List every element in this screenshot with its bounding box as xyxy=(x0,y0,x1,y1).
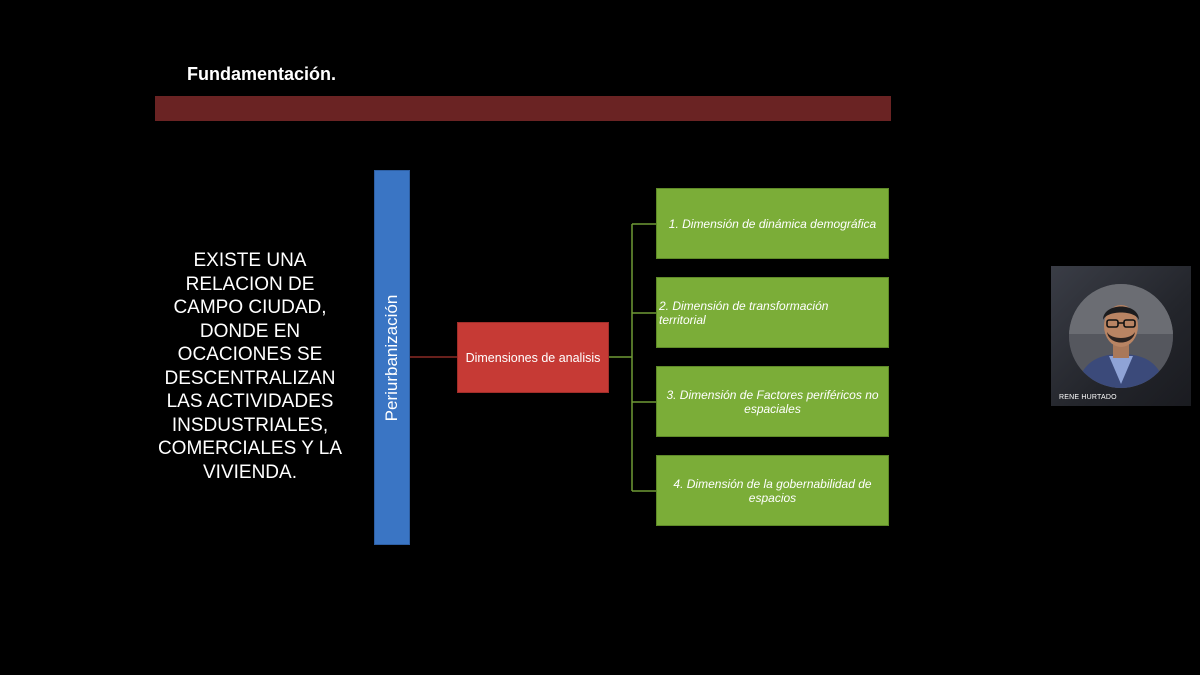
participant-name-label: RENE HURTADO xyxy=(1059,394,1117,401)
leaf-node-1: 1. Dimensión de dinámica demográfica xyxy=(656,188,889,259)
title-underline-bar xyxy=(155,96,891,121)
leaf-node-2: 2. Dimensión de transformación territori… xyxy=(656,277,889,348)
leaf-node-3: 3. Dimensión de Factores periféricos no … xyxy=(656,366,889,437)
mid-node-dimensiones: Dimensiones de analisis xyxy=(457,322,609,393)
participant-video-tile[interactable]: RENE HURTADO xyxy=(1051,266,1191,406)
slide-title: Fundamentación. xyxy=(187,64,336,85)
slide-body-text: EXISTE UNA RELACION DE CAMPO CIUDAD, DON… xyxy=(150,249,350,484)
leaf-node-4: 4. Dimensión de la gobernabilidad de esp… xyxy=(656,455,889,526)
person-silhouette-icon xyxy=(1069,284,1173,388)
root-node-label: Periurbanización xyxy=(382,294,402,421)
root-node-periurbanizacion: Periurbanización xyxy=(374,170,410,545)
participant-avatar xyxy=(1069,284,1173,388)
